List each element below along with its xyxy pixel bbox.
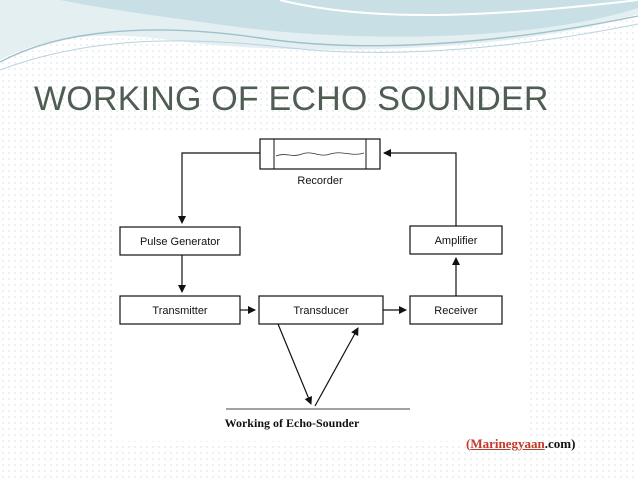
echo-return-arrow	[314, 327, 359, 407]
recorder-label: Recorder	[297, 175, 343, 187]
slide-title: WORKING OF ECHO SOUNDER	[34, 80, 549, 118]
pulse-generator-node: Pulse Generator	[119, 226, 241, 256]
source-credit: (Marinegyaan.com)	[466, 436, 575, 452]
transmitter-label: Transmitter	[152, 305, 208, 317]
transducer-label: Transducer	[293, 305, 349, 317]
sound-pulse-down-arrow	[277, 323, 313, 405]
credit-suffix: .com)	[544, 436, 576, 451]
header-swoosh	[0, 0, 638, 71]
pulse-generator-label: Pulse Generator	[140, 236, 220, 248]
receiver-node: Receiver	[409, 295, 503, 325]
echo-sounder-diagram: Recorder Pulse Generator Amplifier Trans…	[114, 134, 526, 441]
receiver-label: Receiver	[434, 305, 478, 317]
amplifier-label: Amplifier	[435, 235, 478, 247]
amplifier-node: Amplifier	[409, 225, 503, 255]
arrow-recorder-to-pulse-generator	[178, 152, 260, 224]
transmitter-node: Transmitter	[119, 295, 241, 325]
diagram-caption: Working of Echo-Sounder	[225, 416, 360, 430]
credit-site-link[interactable]: Marinegyaan	[470, 436, 545, 451]
credit-open-paren: (	[466, 436, 471, 451]
recorder-trace-line	[275, 152, 365, 157]
arrow-amplifier-to-recorder	[383, 149, 457, 226]
transducer-node: Transducer	[258, 295, 384, 325]
recorder-node: Recorder	[259, 138, 381, 187]
